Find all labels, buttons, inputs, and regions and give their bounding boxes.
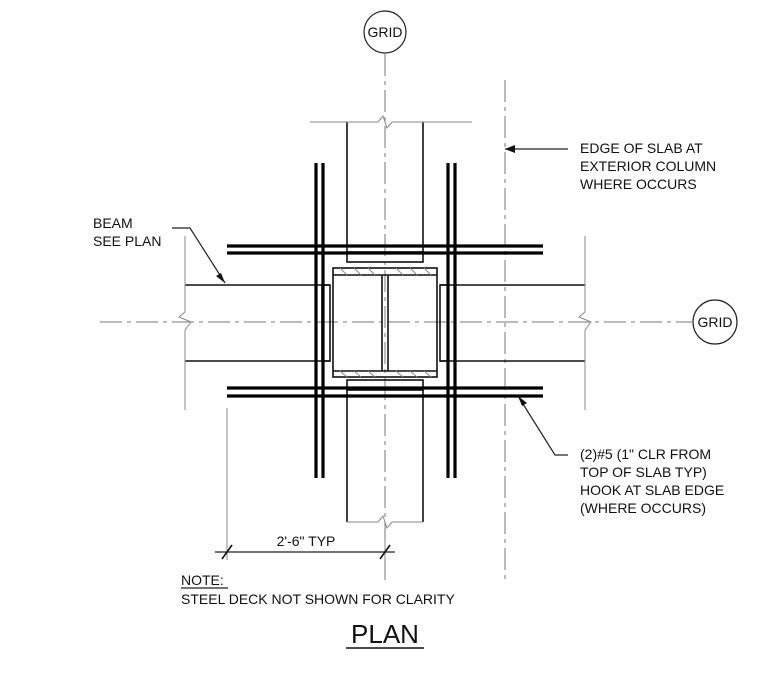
view-title: PLAN: [351, 619, 419, 649]
rebar-leader: [517, 395, 568, 456]
beam-leader: [172, 227, 226, 284]
rebar-note-line2: TOP OF SLAB TYP): [580, 464, 707, 480]
bottom-beam: [346, 390, 424, 530]
right-beam: [440, 236, 592, 410]
rebar-horizontal: [227, 244, 543, 398]
rebar-leader-arrow: [518, 396, 527, 406]
beam-note-line1: BEAM: [93, 215, 133, 231]
note-text: STEEL DECK NOT SHOWN FOR CLARITY: [181, 591, 455, 607]
rebar-note-line1: (2)#5 (1" CLR FROM: [580, 446, 711, 462]
right-grid-label: GRID: [698, 314, 733, 330]
note-heading: NOTE:: [181, 572, 224, 588]
rebar-note-line3: HOOK AT SLAB EDGE: [580, 482, 724, 498]
dimension-line: [215, 408, 395, 560]
slab-edge-note-line1: EDGE OF SLAB AT: [580, 140, 703, 156]
bottom-shear-tab: [346, 379, 424, 391]
top-grid-bubble: [363, 10, 407, 54]
slab-edge-leader-arrow: [505, 145, 515, 153]
top-beam: [310, 114, 472, 252]
dimension-label: 2'-6" TYP: [277, 533, 336, 549]
beam-note-line2: SEE PLAN: [93, 233, 161, 249]
top-grid-label: GRID: [368, 24, 403, 40]
steel-column: [332, 267, 438, 378]
beam-leader-arrow: [216, 273, 225, 283]
slab-edge-note-line3: WHERE OCCURS: [580, 176, 697, 192]
slab-edge-note-line2: EXTERIOR COLUMN: [580, 158, 716, 174]
rebar-note-line4: (WHERE OCCURS): [580, 500, 706, 516]
left-beam: [178, 236, 330, 410]
rebar-vertical: [314, 163, 457, 478]
